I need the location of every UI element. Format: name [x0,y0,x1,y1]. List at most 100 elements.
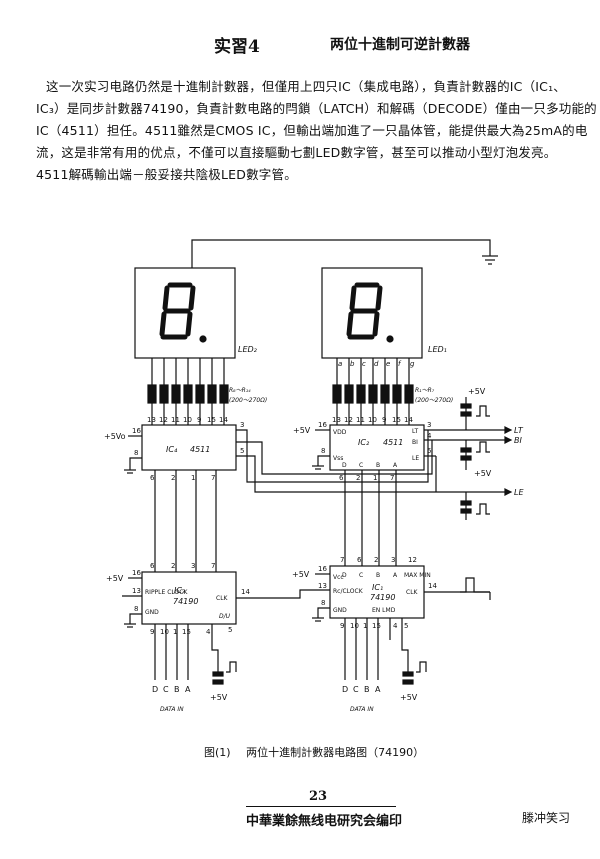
page-number: 23 [309,789,328,804]
lt-bus-ic4 [236,429,429,483]
ic2-pin-6: 6 [339,474,344,482]
le-arrow [504,488,513,496]
ic2-pin-13: 13 [332,416,341,424]
ic3-clk-label: CLK [216,595,229,602]
ic2-type: 4511 [383,438,403,447]
ic1-pin-4: 4 [393,622,398,630]
ic1-vcc-pin-label: Vcc [333,574,344,581]
res-left-label: R₈～R₁₄ [229,387,251,394]
ic1-pin-9: 9 [340,622,344,630]
ic1-b-in-label: B [364,685,370,694]
figure-label: 图(1) [204,746,231,759]
ic2-d-label: D [342,462,347,469]
ic2-vss-label: Vss [333,455,343,462]
ic3-pin-16: 16 [132,569,141,577]
ic2-bi-pin-label: BI [412,439,418,446]
ic2-pin-4: 4 [427,432,432,440]
ic3-du-label: D/U [219,613,231,620]
ic4-gnd-wire [129,457,142,470]
ic4-pin-15: 15 [207,416,216,424]
ic4-pin-14: 14 [219,416,228,424]
le-label: LE [514,488,524,497]
seg-e-label: e [386,360,390,368]
ic1-data-in-label: DATA IN [350,706,374,713]
ic1-pin-7: 7 [340,556,344,564]
ic3-type: 74190 [173,597,198,606]
ic4-pin-10: 10 [183,416,192,424]
ic3-gnd-wire [129,613,142,624]
ic3-pin-4: 4 [206,628,211,636]
ground-symbol-ic1 [312,617,324,622]
seg-f-label: f [398,360,402,368]
ic3-b-label: B [174,685,180,694]
lt-arrow [504,426,513,434]
ic1-pin-6: 6 [357,556,362,564]
ic3-pin-1: 1 [173,628,177,636]
ic1-max-min-label: MAX MIN [404,572,431,579]
led1-display [321,267,423,359]
ic2-vss-wire [317,455,330,466]
ic2-4511-chip [329,424,425,471]
pulse-symbol-le [476,503,490,515]
ic1-clk-label: CLK [406,589,419,596]
res-left-value: (200～270Ω) [229,397,267,404]
ic4-pin-5: 5 [240,447,244,455]
pulse-symbol-bi [476,441,490,453]
ic2-name: IC₂ [358,438,370,447]
ic1-pin-10: 10 [350,622,359,630]
paragraph-line-1: 这一次实习电路仍然是十進制計數器，但僅用上四只IC（集成电路），負責計數器的IC… [46,79,567,94]
ic4-pin-12: 12 [159,416,168,424]
ic1-d-label: D [342,572,347,579]
resistor-bank-right [332,358,414,425]
bi-bus-ic4 [236,440,433,475]
ic1-pin-3: 3 [391,556,395,564]
bi-pullup-capacitor [460,440,472,470]
section-number: 实習4 [214,37,260,57]
ic2-pin-3: 3 [427,421,431,429]
ic4-vcc-label: +5Vo [104,432,126,441]
ic1-pin-14: 14 [428,582,437,590]
ic2-pin-11: 11 [356,416,365,424]
ic2-to-ic1-data-bus [344,470,397,566]
ic3-pin-7: 7 [211,562,215,570]
ic3-ripple-clock: RIPPLE CLOCK [145,589,188,596]
ic2-pin-14: 14 [404,416,413,424]
seg-g-label: g [410,360,415,368]
ic3-pin-2: 2 [171,562,175,570]
lt-label: LT [514,426,524,435]
ic4-4511-chip [141,424,237,471]
ic2-pin-8: 8 [321,447,325,455]
ic1-en-lmd-label: EN LMD [372,607,396,614]
ic4-to-ic3-data-bus [154,470,217,572]
ic1-du-plus5v-label: +5V [400,693,418,702]
led1-decimal-point [386,335,394,343]
ic2-lt-pin-label: LT [412,428,419,435]
seg-b-label: b [350,360,355,368]
ic4-pin-7: 7 [211,474,215,482]
ic1-pin-13: 13 [318,582,327,590]
ic1-gnd-wire [317,607,330,618]
ic1-rc-clock: Rc/CLOCK [333,588,364,595]
figure-caption: 图(1) 两位十進制計數器电路图（74190） [204,744,424,760]
intro-paragraph: 这一次实习电路仍然是十進制計數器，但僅用上四只IC（集成电路），負責計數器的IC… [36,76,596,186]
ic4-pin-1: 1 [191,474,195,482]
ic2-pin-2: 2 [356,474,360,482]
ic2-pin-10: 10 [368,416,377,424]
seg-d-label: d [374,360,379,368]
ic1-name: IC₁ [372,583,383,592]
figure-title: 两位十進制計數器电路图（74190） [246,746,425,759]
ground-rail-wire [191,239,491,268]
paragraph-line-3: IC（4511）担任。4511雖然是CMOS IC，但輸出端加進了一只晶体管，能… [36,123,588,138]
seg-c-label: c [362,360,366,368]
ic1-type: 74190 [370,593,395,602]
seg-a-label: a [338,360,342,368]
led1-digit-eight [346,282,383,340]
led2-decimal-point [199,335,207,343]
ic3-c-label: C [163,685,169,694]
footer-rule [246,806,396,807]
ic4-pin-8: 8 [134,449,138,457]
ic3-pin-14: 14 [241,588,250,596]
ic3-clk-wire [236,589,330,599]
ic2-a-label: A [393,462,398,469]
